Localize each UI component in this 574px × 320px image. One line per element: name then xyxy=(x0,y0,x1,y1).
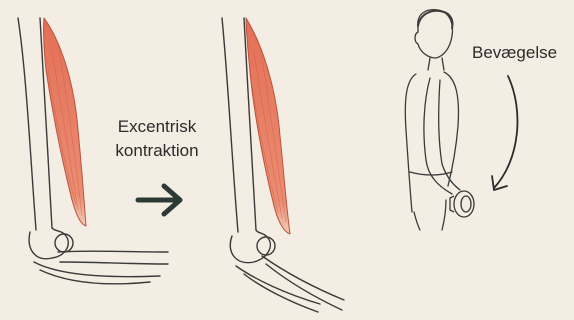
person-neck xyxy=(428,58,444,70)
curved-arrow-down-icon xyxy=(492,76,517,190)
person-arm xyxy=(424,78,460,194)
elbow-condyle xyxy=(257,237,275,255)
person-legs xyxy=(414,200,446,230)
biceps-muscle xyxy=(246,18,290,234)
forearm-bones xyxy=(236,256,344,312)
arm-after xyxy=(222,18,344,312)
dumbbell-icon xyxy=(450,191,474,217)
forearm-bones xyxy=(34,251,168,284)
contraction-label-line1: Excentrisk xyxy=(118,117,197,136)
elbow-joint xyxy=(29,228,68,259)
person-torso xyxy=(405,72,458,212)
person-head xyxy=(415,10,452,58)
movement-label: Bevægelse xyxy=(472,43,557,62)
elbow-condyle xyxy=(55,234,73,252)
contraction-label-line2: kontraktion xyxy=(115,141,198,160)
right-arrow-icon xyxy=(138,186,180,214)
